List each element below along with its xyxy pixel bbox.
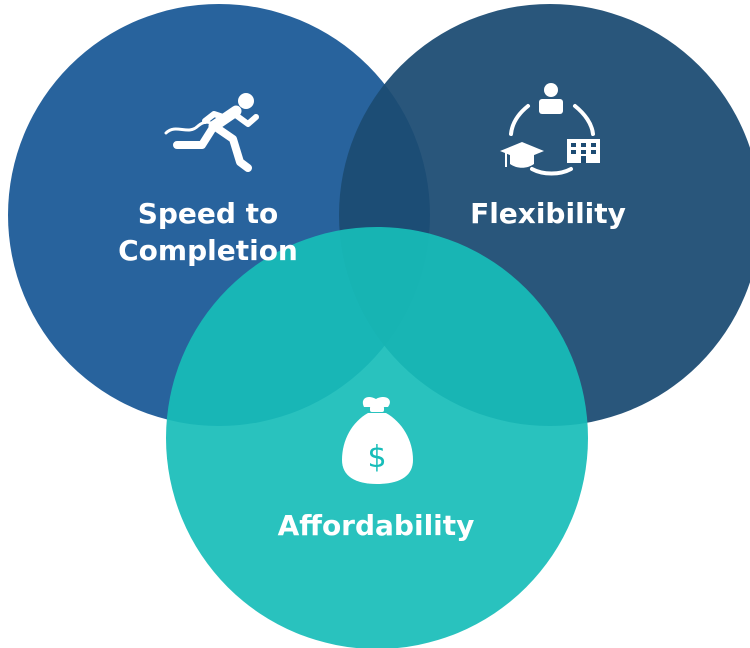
speed-label-line-2: Completion bbox=[118, 234, 298, 267]
person-graduation-building-cycle-icon bbox=[500, 83, 600, 176]
money-bag-icon: $ bbox=[342, 396, 413, 484]
affordability-label: Affordability bbox=[278, 509, 475, 542]
speed-label: Speed to bbox=[138, 197, 279, 230]
runner-finish-line-icon bbox=[164, 93, 259, 172]
flexibility-label: Flexibility bbox=[470, 197, 626, 230]
dollar-sign-icon: $ bbox=[367, 440, 386, 475]
